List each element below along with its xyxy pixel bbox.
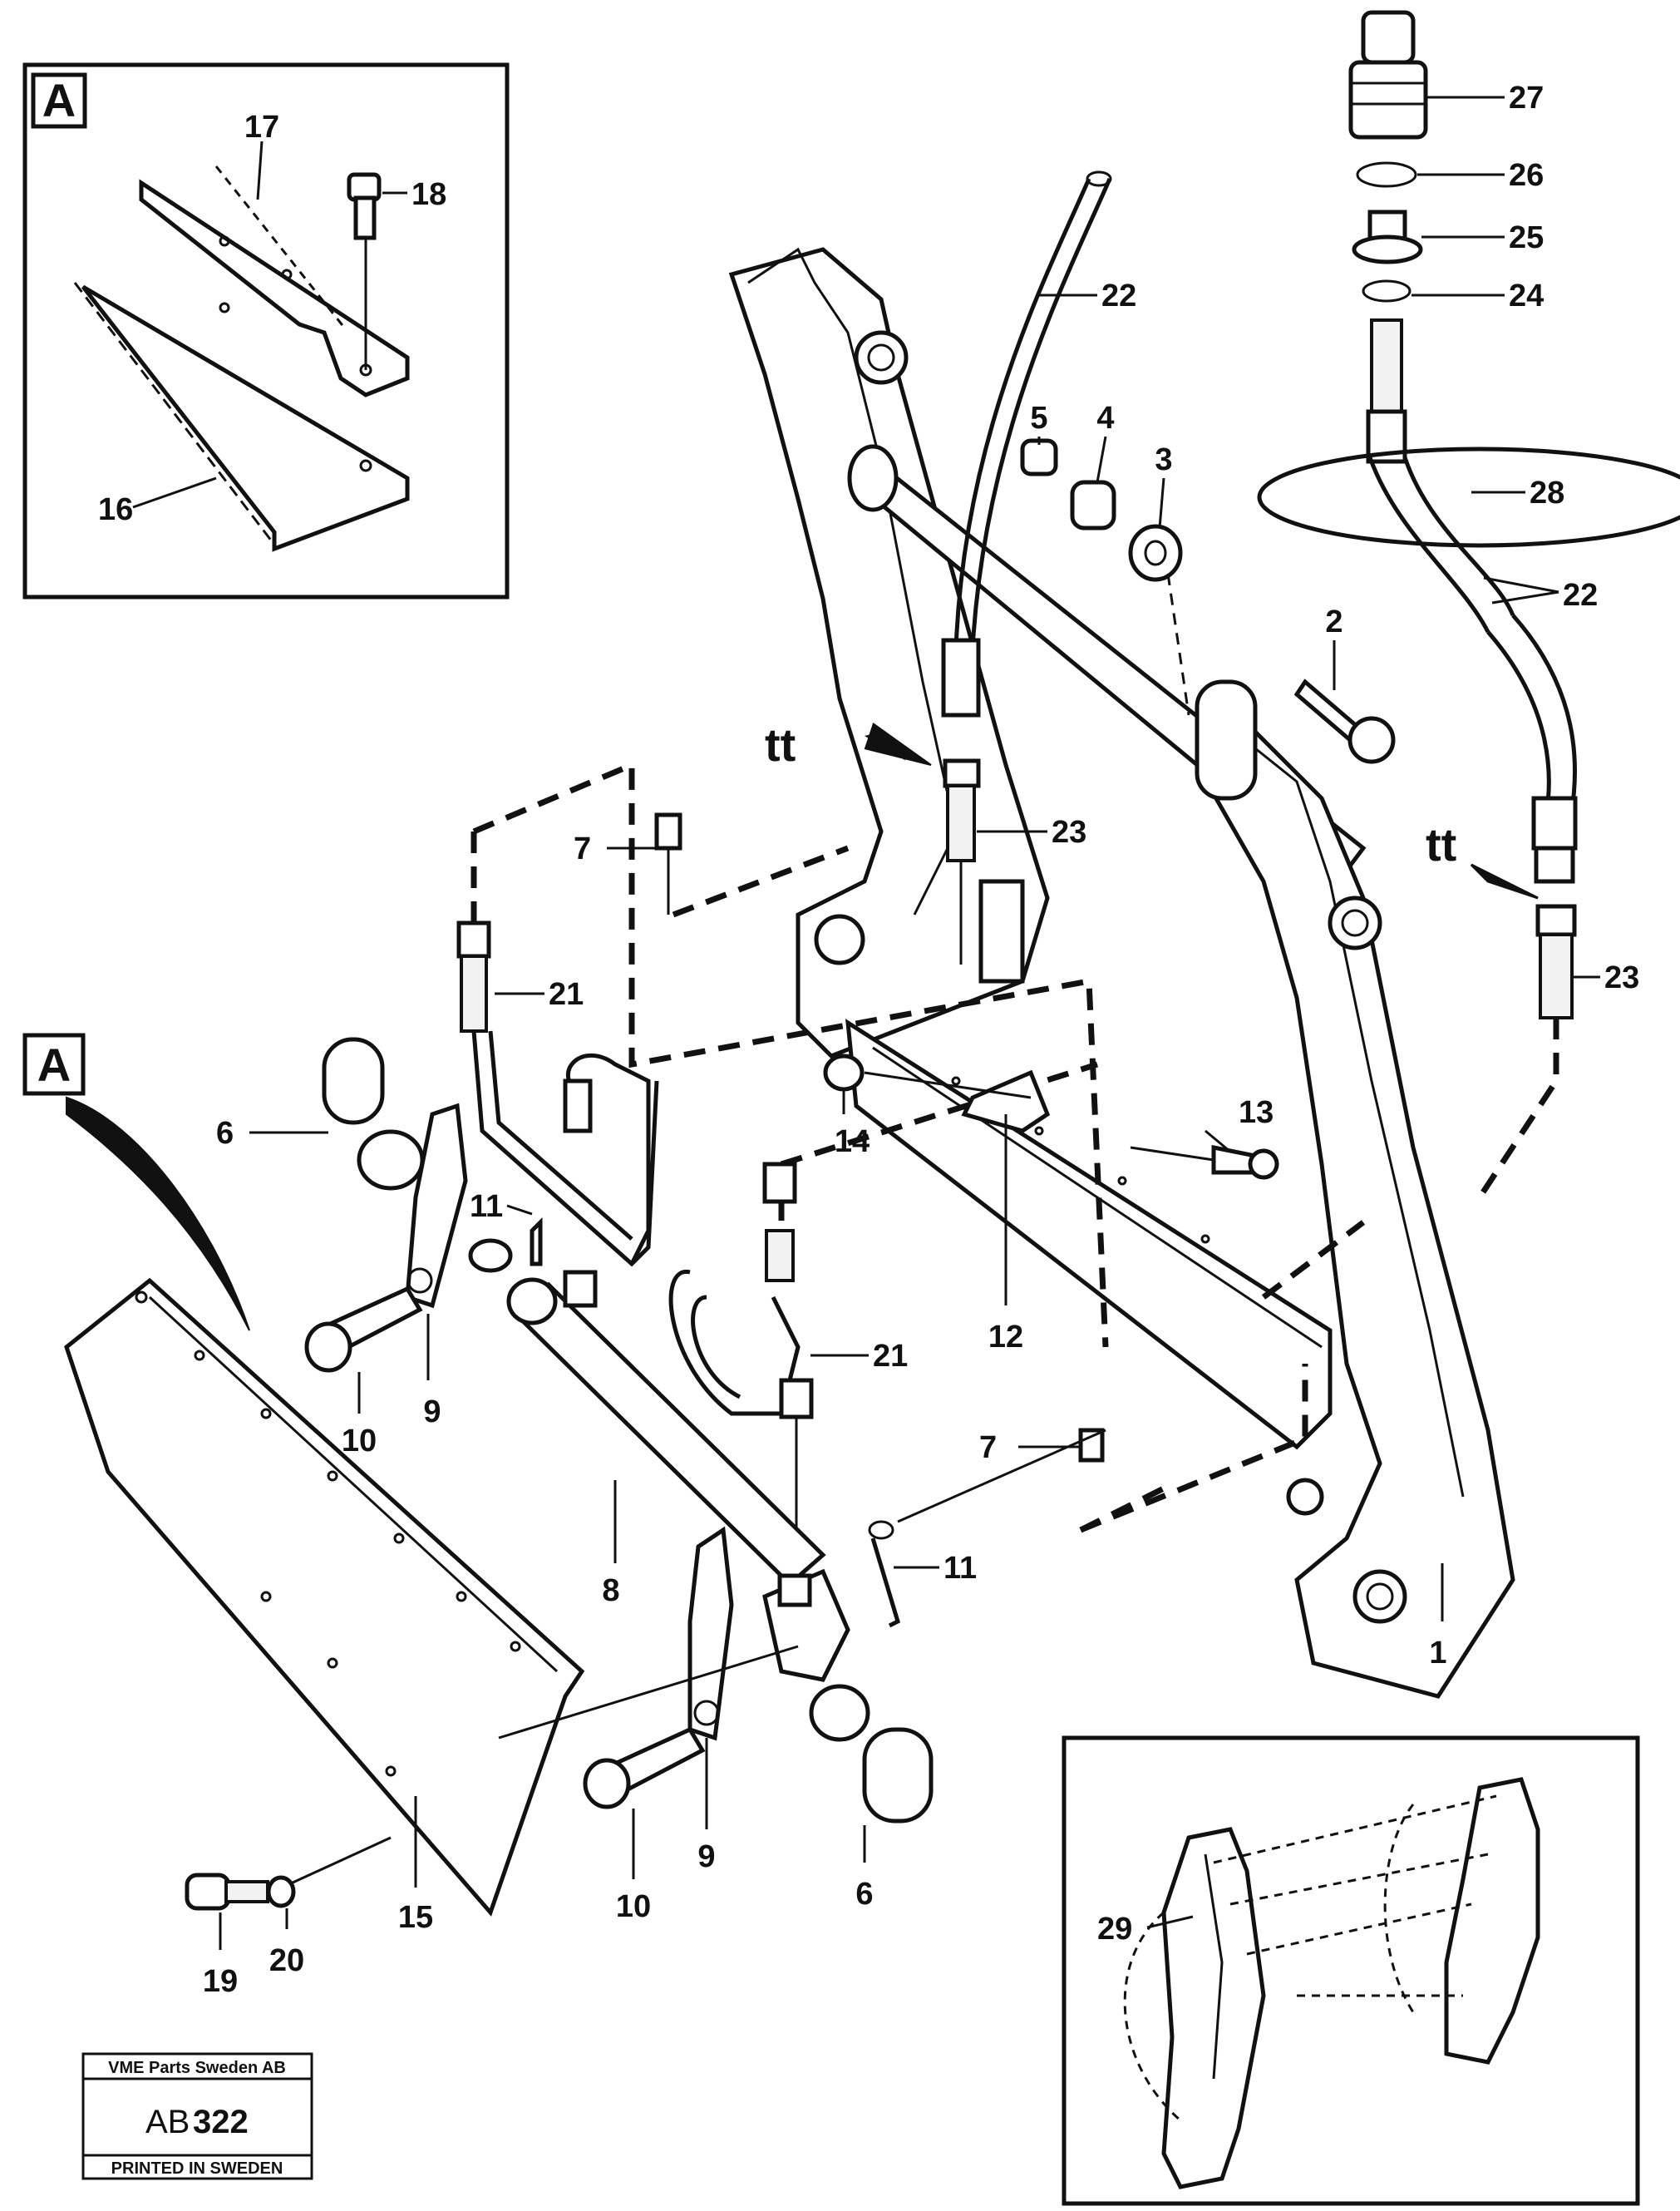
- callout-21-bottom: 21: [873, 1339, 908, 1374]
- washer-20: [266, 1875, 296, 1908]
- callout-5: 5: [1030, 401, 1047, 436]
- grease-nipple-7-top: [654, 812, 682, 851]
- callout-7-top: 7: [574, 832, 591, 866]
- callout-6-top: 6: [216, 1116, 234, 1151]
- callout-18: 18: [411, 177, 446, 212]
- callout-24: 24: [1509, 279, 1544, 313]
- callout-2: 2: [1325, 605, 1343, 639]
- detail-a-marker: A: [42, 74, 76, 126]
- callout-22-right: 22: [1563, 578, 1598, 613]
- callout-10-bottom: 10: [616, 1889, 651, 1924]
- callout-6-bottom: 6: [855, 1877, 873, 1912]
- nipple-23-left: [946, 784, 976, 862]
- lever-9-upper: [405, 1103, 468, 1309]
- callout-9-bottom: 9: [697, 1839, 715, 1874]
- clamp-ring-28: [1257, 447, 1680, 548]
- title-block-printed: PRINTED IN SWEDEN: [111, 2159, 283, 2178]
- title-block-code-number: 322: [193, 2104, 249, 2140]
- right-upright: [1194, 728, 1515, 1699]
- callout-10-top: 10: [342, 1424, 377, 1458]
- plate-16: [81, 284, 410, 552]
- callout-22-top: 22: [1101, 279, 1136, 313]
- split-pin-11-lower: [870, 1537, 900, 1628]
- callout-23-right: 23: [1604, 960, 1639, 995]
- arm-29-left: [1161, 1827, 1266, 2189]
- coupling-27: [1361, 10, 1416, 65]
- lever-9-lower: [687, 1526, 734, 1741]
- split-pin-11-upper: [530, 1217, 543, 1266]
- callout-3: 3: [1155, 442, 1172, 477]
- callout-16: 16: [98, 492, 133, 527]
- pin-6-upper: [322, 1037, 385, 1125]
- callout-15: 15: [398, 1900, 433, 1935]
- seal-ring-26: [1356, 161, 1417, 188]
- callout-21-top: 21: [549, 977, 584, 1012]
- cylinder-8: [512, 1281, 826, 1587]
- bolt-19: [185, 1873, 231, 1911]
- nipple-23-right: [1539, 933, 1574, 1019]
- strip-17: [139, 179, 410, 397]
- hose-nipple: [1370, 318, 1403, 413]
- pipe-21-lower: [668, 1270, 801, 1416]
- callout-14: 14: [835, 1124, 870, 1159]
- callout-9-top: 9: [423, 1394, 441, 1429]
- callout-19: 19: [203, 1964, 238, 1999]
- lower-beam: [845, 1019, 1333, 1450]
- detail-a-pointer: A: [37, 1039, 71, 1091]
- pin-6-lower: [862, 1727, 934, 1824]
- fitting-4: [1070, 480, 1116, 531]
- callout-12: 12: [988, 1320, 1023, 1355]
- nut-5: [1020, 438, 1058, 476]
- overview-inset-29: 29: [1062, 1735, 1640, 2206]
- coupling-stack: [1348, 10, 1428, 464]
- callout-4: 4: [1096, 401, 1114, 436]
- callout-27: 27: [1509, 81, 1544, 116]
- arm-29-right: [1444, 1777, 1540, 2065]
- hose-end-fitting: [941, 638, 981, 718]
- detail-inset-a: A 17 18 16: [22, 62, 510, 600]
- callout-17: 17: [244, 110, 279, 145]
- seal-ring-24: [1362, 279, 1411, 303]
- callout-11-bottom: 11: [943, 1551, 977, 1586]
- callout-8: 8: [602, 1573, 619, 1608]
- cutting-edge-15: [64, 1277, 585, 1917]
- callout-25: 25: [1509, 220, 1544, 255]
- callout-20: 20: [269, 1943, 304, 1978]
- callout-13: 13: [1239, 1095, 1274, 1130]
- tt-marker-right: tt: [1426, 818, 1456, 871]
- title-block-code-prefix: AB: [145, 2104, 190, 2140]
- callout-28: 28: [1530, 476, 1564, 511]
- frame-assembly-1: [728, 247, 1515, 1699]
- tt-marker-left: tt: [765, 718, 796, 771]
- callout-7-bottom: 7: [979, 1430, 997, 1465]
- callout-26: 26: [1509, 158, 1544, 193]
- curved-arrow: [66, 1096, 250, 1331]
- nut-14: [823, 1054, 865, 1092]
- title-block: VME Parts Sweden AB AB 322 PRINTED IN SW…: [81, 2052, 313, 2180]
- washer-3: [1128, 524, 1183, 582]
- title-block-company: VME Parts Sweden AB: [108, 2059, 286, 2077]
- callout-23-left: 23: [1052, 815, 1086, 850]
- callout-29: 29: [1097, 1912, 1132, 1947]
- callout-11-top: 11: [470, 1189, 503, 1224]
- grease-nipple-7-bottom: [1078, 1428, 1105, 1463]
- callout-1: 1: [1429, 1636, 1446, 1671]
- lock-tab-12: [961, 1069, 1051, 1133]
